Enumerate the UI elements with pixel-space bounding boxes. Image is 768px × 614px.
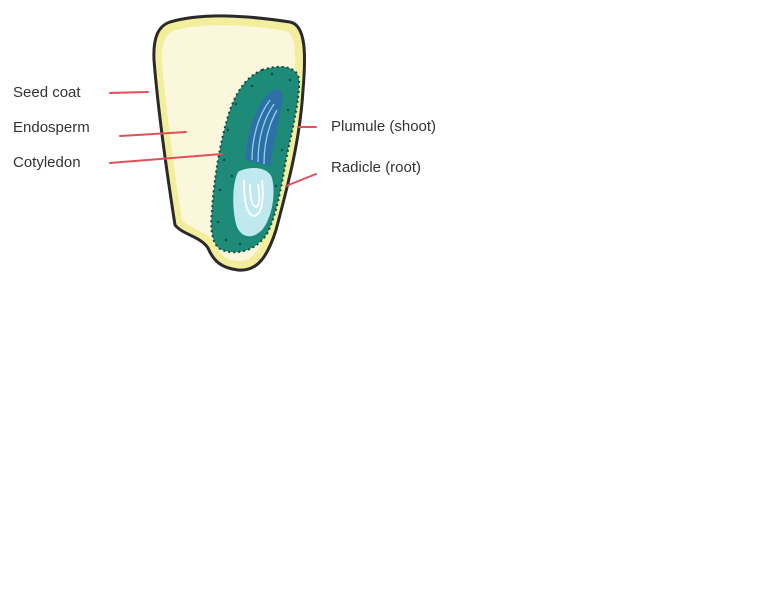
radicle-label: Radicle (root) (331, 159, 421, 176)
plumule-shape (246, 89, 283, 166)
cotyledon-leader (109, 153, 223, 164)
radicle-layers (243, 179, 264, 217)
endosperm-label: Endosperm (13, 119, 90, 136)
seed-coat-label: Seed coat (13, 84, 81, 101)
endosperm-leader (119, 131, 187, 137)
radicle-leader (285, 173, 317, 187)
plumule-layers (251, 99, 278, 165)
cotyledon-label: Cotyledon (13, 154, 81, 171)
seed-coat-leader (109, 91, 149, 94)
plumule-label: Plumule (shoot) (331, 118, 436, 135)
